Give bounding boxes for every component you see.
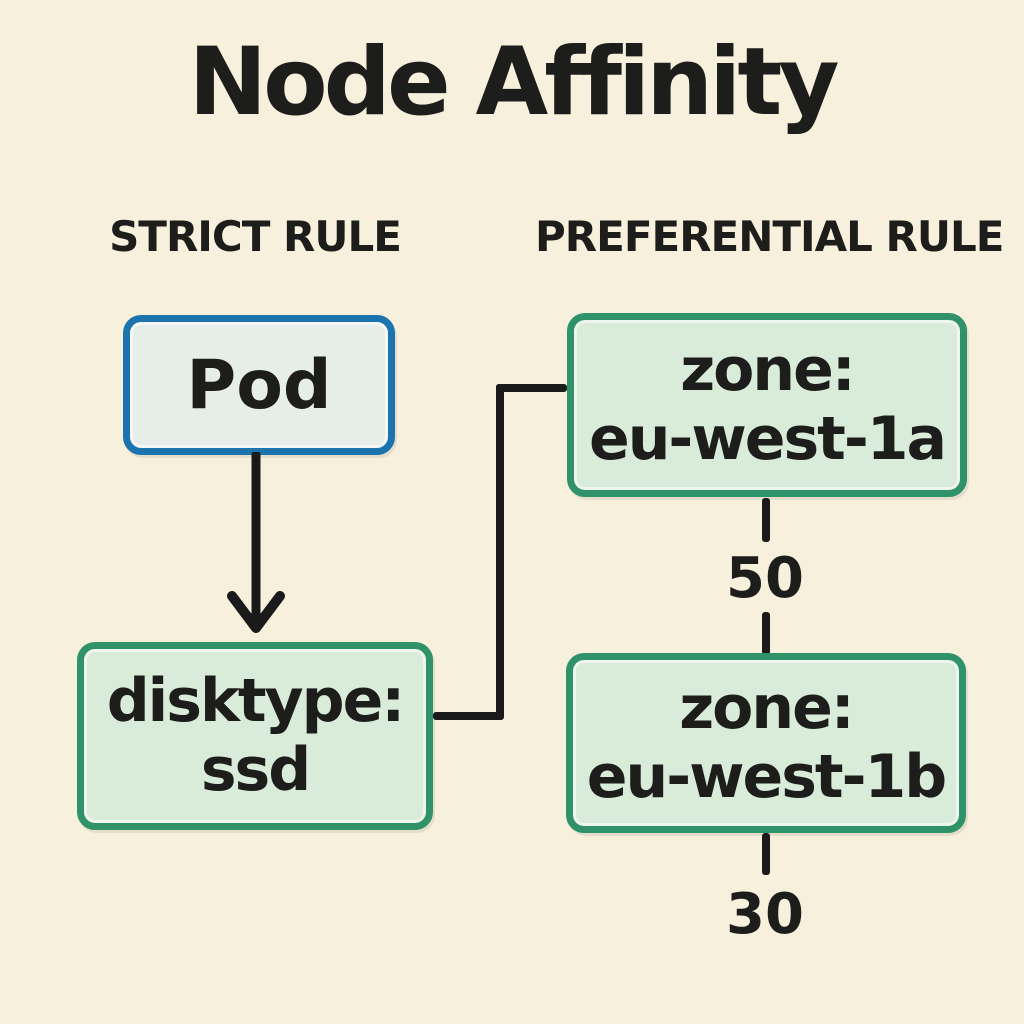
zone-b-value-label: eu-west-1b: [586, 742, 947, 812]
connector-horizontal-bottom-segment: [433, 712, 503, 720]
disktype-node: disktype: ssd: [77, 642, 433, 830]
pod-node: Pod: [123, 315, 395, 455]
zone-a-value-label: eu-west-1a: [589, 404, 947, 474]
strict-rule-header: STRICT RULE: [109, 212, 402, 261]
zone-a-weight-label: 50: [726, 546, 804, 611]
zone-b-weight-label: 30: [726, 882, 804, 947]
pod-to-disktype-arrow: [227, 452, 285, 633]
zone-eu-west-1a-node: zone: eu-west-1a: [567, 313, 967, 497]
zone-eu-west-1b-node: zone: eu-west-1b: [566, 653, 966, 833]
diagram-title: Node Affinity: [188, 28, 839, 137]
connector-horizontal-top-segment: [496, 384, 567, 392]
zone-b-weight-line: [762, 833, 770, 875]
preferential-rule-header: PREFERENTIAL RULE: [535, 212, 1004, 261]
zone-a-weight-line-top: [762, 498, 770, 542]
disktype-key-label: disktype:: [106, 666, 406, 736]
connector-vertical-segment: [496, 384, 504, 720]
pod-label: Pod: [186, 345, 332, 425]
zone-a-key-label: zone:: [680, 335, 856, 405]
disktype-value-label: ssd: [200, 735, 311, 805]
zone-b-key-label: zone:: [679, 673, 855, 743]
arrowhead-icon: [227, 591, 285, 633]
zone-a-weight-line-bottom: [762, 612, 770, 655]
